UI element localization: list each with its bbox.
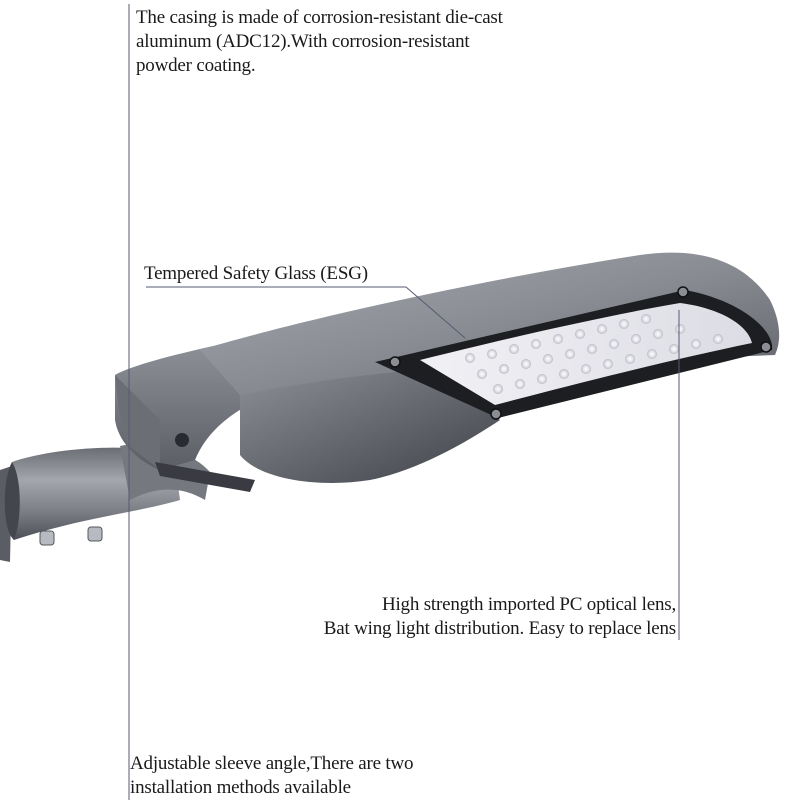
glass-annotation-line-1: Tempered Safety Glass (ESG)	[144, 263, 368, 284]
casing-annotation-line-1: The casing is made of corrosion-resistan…	[136, 7, 503, 28]
casing-annotation-line-3: powder coating.	[136, 55, 256, 76]
glass-leader-line	[405, 286, 466, 339]
sleeve-annotation-line-1: Adjustable sleeve angle,There are two	[130, 753, 414, 774]
lens-annotation: High strength imported PC optical lens, …	[324, 593, 676, 641]
lamp-underside	[240, 370, 500, 483]
casing-annotation-line-2: aluminum (ADC12).With corrosion-resistan…	[136, 31, 470, 52]
casing-annotation: The casing is made of corrosion-resistan…	[136, 6, 503, 78]
glass-annotation: Tempered Safety Glass (ESG)	[144, 262, 368, 286]
lens-annotation-line-1: High strength imported PC optical lens,	[381, 594, 676, 615]
sleeve-annotation: Adjustable sleeve angle,There are two in…	[130, 752, 413, 800]
light-panel	[375, 286, 773, 420]
led-array	[465, 314, 723, 394]
lens-annotation-line-2: Bat wing light distribution. Easy to rep…	[323, 618, 676, 639]
sleeve-annotation-line-2: installation methods available	[130, 777, 351, 798]
leader-lines	[128, 4, 680, 800]
